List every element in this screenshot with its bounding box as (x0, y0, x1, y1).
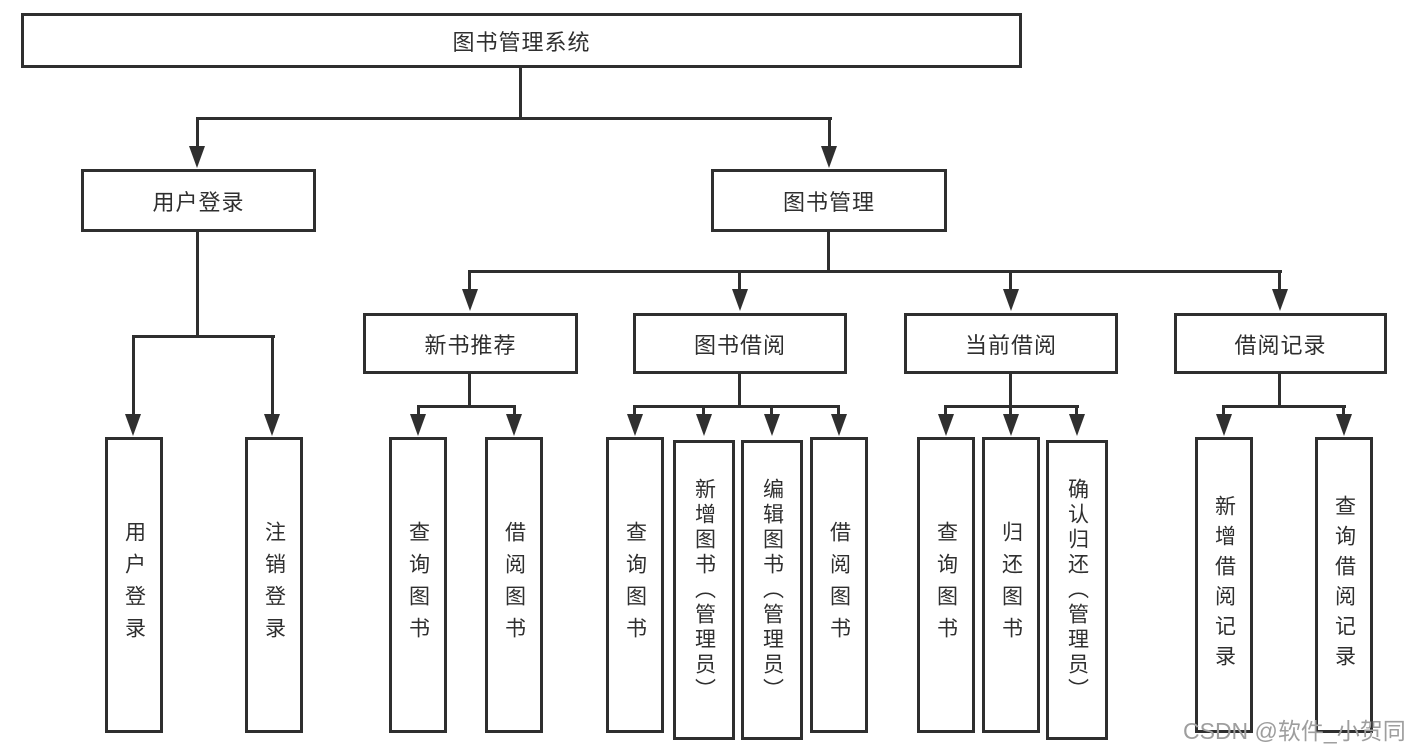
arrowhead-down-icon (1003, 289, 1019, 311)
node-borrowing-records: 借阅记录 (1174, 313, 1387, 374)
csdn-watermark: CSDN @软件_小贺同学 (1183, 718, 1405, 744)
node-label: 注销登录 (262, 521, 286, 649)
arrowhead-down-icon (938, 414, 954, 436)
arrowhead-down-icon (1003, 414, 1019, 436)
node-current-borrowing: 当前借阅 (904, 313, 1118, 374)
leaf-return-books: 归还图书 (982, 437, 1040, 733)
leaf-logout: 注销登录 (245, 437, 303, 733)
arrowhead-down-icon (831, 414, 847, 436)
connector-line (827, 232, 830, 272)
connector-line (1009, 374, 1012, 407)
node-label: 当前借阅 (964, 332, 1057, 358)
node-label: 图书借阅 (693, 332, 786, 358)
node-book-management: 图书管理 (711, 169, 947, 232)
connector-line (1222, 405, 1225, 416)
connector-line (944, 405, 947, 416)
connector-line (1278, 270, 1281, 293)
connector-line (513, 405, 516, 416)
connector-line (633, 405, 636, 416)
connector-line (1222, 405, 1346, 408)
connector-line (837, 405, 840, 416)
node-label: 借阅图书 (502, 521, 526, 649)
arrowhead-down-icon (1336, 414, 1352, 436)
node-label: 借阅记录 (1234, 332, 1327, 358)
connector-line (519, 68, 522, 120)
connector-line (828, 117, 831, 149)
connector-line (196, 117, 832, 120)
connector-line (1009, 270, 1012, 293)
connector-line (468, 374, 471, 407)
connector-line (196, 117, 199, 149)
node-label: 图书管理 (782, 189, 875, 215)
arrowhead-down-icon (462, 289, 478, 311)
leaf-add-borrow-record: 新增借阅记录 (1195, 437, 1253, 733)
arrowhead-down-icon (696, 414, 712, 436)
node-label: 新增图书（管理员） (692, 477, 716, 703)
connector-line (1342, 405, 1345, 416)
arrowhead-down-icon (627, 414, 643, 436)
arrowhead-down-icon (821, 146, 837, 168)
arrowhead-down-icon (410, 414, 426, 436)
arrowhead-down-icon (1272, 289, 1288, 311)
arrowhead-down-icon (732, 289, 748, 311)
arrowhead-down-icon (125, 414, 141, 436)
node-label: 查询借阅记录 (1332, 495, 1356, 675)
connector-line (468, 270, 1282, 273)
node-label: 新书推荐 (424, 332, 517, 358)
arrowhead-down-icon (764, 414, 780, 436)
node-label: 用户登录 (122, 521, 146, 649)
arrowhead-down-icon (1069, 414, 1085, 436)
node-label: 确认归还（管理员） (1065, 477, 1089, 703)
connector-line (271, 335, 274, 416)
connector-line (1075, 405, 1078, 416)
node-book-borrowing: 图书借阅 (633, 313, 847, 374)
arrowhead-down-icon (264, 414, 280, 436)
node-new-book-recommendation: 新书推荐 (363, 313, 578, 374)
leaf-query-books-current: 查询图书 (917, 437, 975, 733)
node-label: 借阅图书 (827, 521, 851, 649)
leaf-query-borrow-record: 查询借阅记录 (1315, 437, 1373, 733)
leaf-user-login: 用户登录 (105, 437, 163, 733)
leaf-query-books-recommend: 查询图书 (389, 437, 447, 733)
arrowhead-down-icon (506, 414, 522, 436)
node-library-management-system: 图书管理系统 (21, 13, 1022, 68)
node-label: 归还图书 (999, 521, 1023, 649)
leaf-add-books-admin: 新增图书（管理员） (673, 440, 735, 740)
arrowhead-down-icon (189, 146, 205, 168)
node-label: 编辑图书（管理员） (760, 477, 784, 703)
node-user-login: 用户登录 (81, 169, 316, 232)
node-label: 用户登录 (152, 189, 245, 215)
connector-line (417, 405, 420, 416)
connector-line (1278, 374, 1281, 407)
connector-line (738, 270, 741, 293)
connector-line (468, 270, 471, 293)
leaf-borrow-books-recommend: 借阅图书 (485, 437, 543, 733)
connector-line (633, 405, 840, 408)
node-label: 查询图书 (406, 521, 430, 649)
connector-line (702, 405, 705, 416)
connector-line (1009, 405, 1012, 416)
connector-line (738, 374, 741, 407)
connector-line (132, 335, 135, 416)
connector-line (770, 405, 773, 416)
node-label: 查询图书 (934, 521, 958, 649)
leaf-borrow-books-borrowing: 借阅图书 (810, 437, 868, 733)
leaf-edit-books-admin: 编辑图书（管理员） (741, 440, 803, 740)
leaf-query-books-borrowing: 查询图书 (606, 437, 664, 733)
arrowhead-down-icon (1216, 414, 1232, 436)
connector-line (196, 232, 199, 337)
node-label: 新增借阅记录 (1212, 495, 1236, 675)
connector-line (417, 405, 516, 408)
leaf-confirm-return-admin: 确认归还（管理员） (1046, 440, 1108, 740)
node-label: 图书管理系统 (452, 29, 591, 55)
node-label: 查询图书 (623, 521, 647, 649)
connector-line (132, 335, 275, 338)
